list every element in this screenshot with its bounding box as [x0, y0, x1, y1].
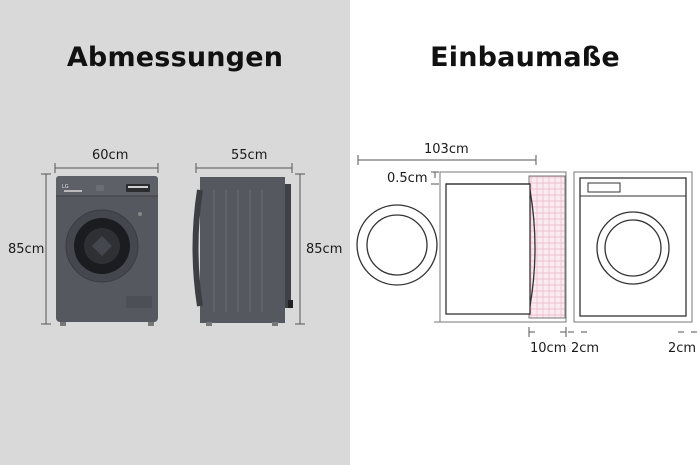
depth-label: 55cm	[231, 148, 268, 163]
back-gap-label: 10cm	[530, 341, 567, 356]
installation-front-view	[568, 171, 697, 333]
installation-side-view	[356, 155, 567, 337]
door-bulge	[192, 189, 203, 307]
side-view	[192, 163, 305, 326]
height-label-side: 85cm	[306, 242, 343, 257]
side-gap-right-label: 2cm	[668, 341, 697, 356]
installation-heading: Einbaumaße	[430, 42, 620, 73]
front-cabinet-outline	[573, 171, 693, 323]
brand-logo: LG	[62, 184, 69, 190]
front-view: LG	[41, 163, 159, 326]
washer-side-body	[200, 177, 285, 323]
width-label: 60cm	[92, 148, 129, 163]
top-gap-label: 0.5cm	[387, 171, 428, 186]
machine-side-outline	[445, 183, 531, 315]
filter-cover	[126, 296, 152, 308]
height-label-front: 85cm	[8, 242, 45, 257]
side-gap-label: 2cm	[571, 341, 600, 356]
total-depth-label: 103cm	[424, 142, 469, 157]
dimensions-heading: Abmessungen	[66, 42, 284, 73]
